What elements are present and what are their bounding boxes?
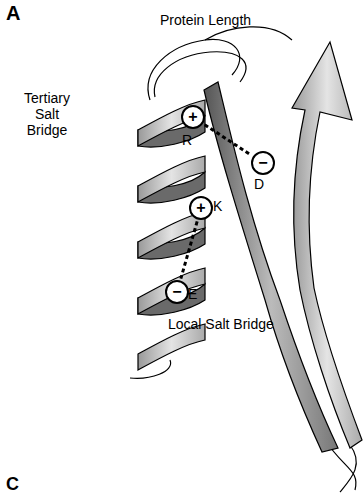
charge-sign: −: [172, 284, 181, 300]
annotation: Protein Length: [160, 12, 251, 28]
charge-sign: −: [258, 155, 267, 171]
charge-circle: −: [165, 280, 189, 304]
panel-letter: C: [6, 474, 19, 495]
charge-sign: +: [188, 109, 197, 125]
panel-letter: A: [6, 2, 20, 25]
residue-label: K: [213, 198, 222, 214]
charge-circle: −: [251, 151, 275, 175]
salt-bridge-line: [181, 221, 197, 278]
residue-label: D: [254, 176, 264, 192]
charge-sign: +: [196, 200, 205, 216]
annotation: Local Salt Bridge: [168, 316, 274, 332]
residue-label: E: [188, 286, 197, 302]
annotation: Tertiary Salt Bridge: [16, 90, 78, 138]
salt-bridge-line: [205, 125, 252, 156]
charge-circle: +: [189, 196, 213, 220]
charge-circle: +: [181, 105, 205, 129]
residue-label: R: [182, 132, 192, 148]
